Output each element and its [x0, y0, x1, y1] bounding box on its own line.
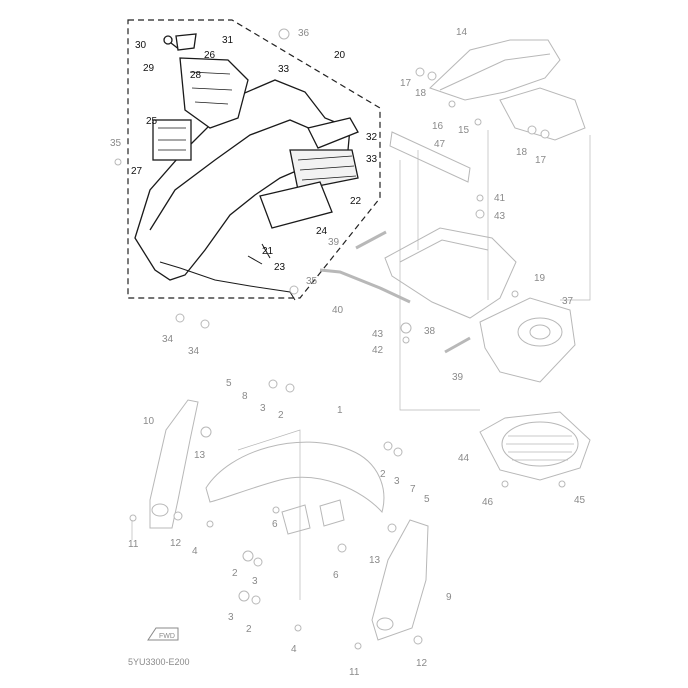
callout-34-a: 34	[162, 334, 174, 345]
callout-17-b: 17	[535, 155, 547, 166]
callout-43-b: 43	[372, 329, 384, 340]
callout-4-b: 4	[291, 644, 297, 655]
callout-5-b: 5	[424, 494, 430, 505]
callout-34-b: 34	[188, 346, 200, 357]
callout-9: 9	[446, 592, 452, 603]
callout-33-top: 33	[278, 64, 290, 75]
inner-panel-assembly	[134, 33, 359, 301]
callout-11-a: 11	[128, 539, 139, 550]
callout-14: 14	[456, 27, 468, 38]
callout-27: 27	[131, 166, 143, 177]
callout-4-a: 4	[192, 546, 198, 557]
callout-3-b: 3	[394, 476, 400, 487]
callout-10: 10	[143, 416, 155, 427]
callout-21: 21	[262, 246, 274, 257]
callouts-highlight: 30 29 31 26 28 33 20 25 27 32 33 22 21 2…	[131, 35, 378, 273]
callout-18-b: 18	[516, 147, 528, 158]
callout-44: 44	[458, 453, 470, 464]
callout-36: 36	[298, 28, 310, 39]
callout-47: 47	[434, 139, 446, 150]
callout-12-a: 12	[170, 538, 182, 549]
callout-23: 23	[274, 262, 286, 273]
callout-7: 7	[410, 484, 416, 495]
highlight-group-outline	[127, 19, 381, 299]
callout-35-a: 35	[110, 138, 122, 149]
callout-2-b: 2	[380, 469, 386, 480]
callout-15: 15	[458, 125, 470, 136]
diagram-reference-code: 5YU3300-E200	[128, 657, 190, 667]
callout-28: 28	[190, 70, 202, 81]
ghost-parts	[114, 28, 591, 650]
callout-5-a: 5	[226, 378, 232, 389]
forward-direction-icon: FWD	[147, 627, 179, 641]
callout-31: 31	[222, 35, 234, 46]
callout-39-a: 39	[328, 237, 340, 248]
callout-20: 20	[334, 50, 346, 61]
callout-8: 8	[242, 391, 248, 402]
callout-13-b: 13	[369, 555, 381, 566]
callout-43-a: 43	[494, 211, 506, 222]
callout-25: 25	[146, 116, 158, 127]
callout-2-d: 2	[246, 624, 252, 635]
callout-45: 45	[574, 495, 586, 506]
callout-3-c: 3	[252, 576, 258, 587]
callout-35-b: 35	[306, 276, 318, 287]
callout-39-b: 39	[452, 372, 464, 383]
callout-3-a: 3	[260, 403, 266, 414]
leader-lines	[131, 130, 591, 600]
callout-3-d: 3	[228, 612, 234, 623]
fwd-label: FWD	[159, 633, 175, 640]
callout-1: 1	[337, 405, 343, 416]
callout-2-a: 2	[278, 410, 284, 421]
callout-26: 26	[204, 50, 216, 61]
callout-16: 16	[432, 121, 444, 132]
callout-42: 42	[372, 345, 384, 356]
callouts-ghost: 36 14 17 18 16 15 18 17 35 47 41 43 39 1…	[110, 27, 586, 678]
callout-29: 29	[143, 63, 155, 74]
callout-11-b: 11	[349, 667, 360, 678]
callout-41: 41	[494, 193, 506, 204]
callout-2-c: 2	[232, 568, 238, 579]
callout-17-a: 17	[400, 78, 412, 89]
callout-24: 24	[316, 226, 328, 237]
callout-18-a: 18	[415, 88, 427, 99]
callout-6-b: 6	[333, 570, 339, 581]
callout-46: 46	[482, 497, 494, 508]
callout-38: 38	[424, 326, 436, 337]
callout-32: 32	[366, 132, 378, 143]
callout-30: 30	[135, 40, 147, 51]
callout-33-side: 33	[366, 154, 378, 165]
callout-19: 19	[534, 273, 546, 284]
callout-22: 22	[350, 196, 362, 207]
callout-37: 37	[562, 296, 574, 307]
callout-40: 40	[332, 305, 344, 316]
callout-13-a: 13	[194, 450, 206, 461]
callout-6-a: 6	[272, 519, 278, 530]
callout-12-b: 12	[416, 658, 428, 669]
